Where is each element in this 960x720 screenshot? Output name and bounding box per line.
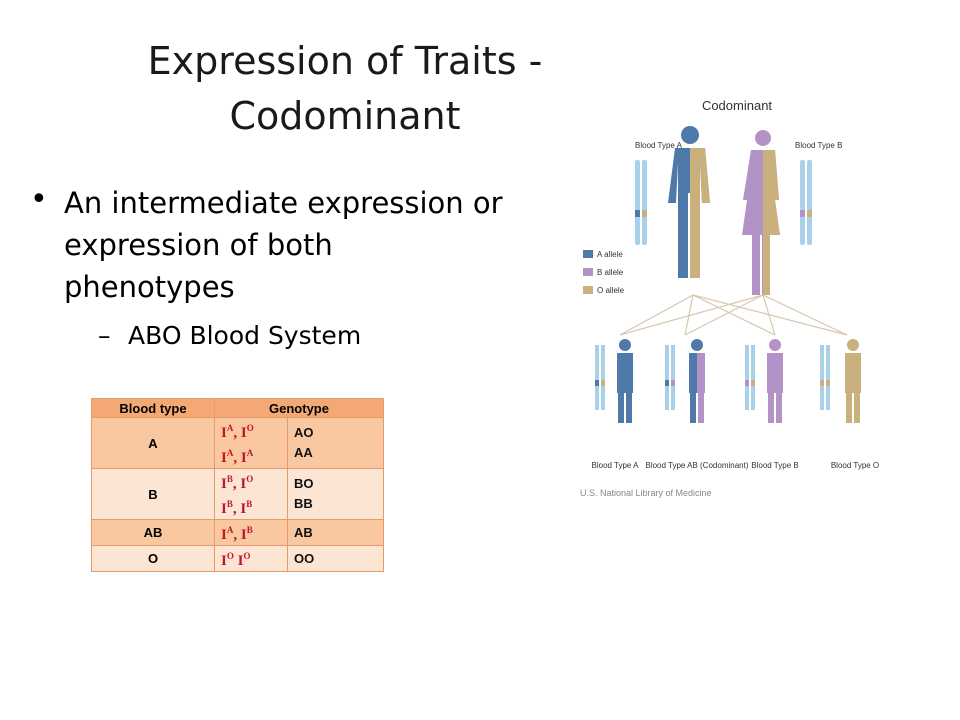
table-row: B IB, IO IB, IB BO BB	[91, 468, 384, 520]
table-row: O IO IO OO	[91, 545, 384, 572]
allele-symbol: IA, IO	[221, 423, 254, 441]
allele-symbol-cell: IO IO	[214, 545, 288, 572]
sub-bullet-text: ABO Blood System	[128, 321, 362, 350]
allele-symbol-cell: IA, IO IA, IA	[214, 417, 288, 469]
bullet-text: An intermediate expression or expression…	[64, 186, 503, 304]
allele-symbol-cell: IA, IB	[214, 519, 288, 546]
allele-symbol-cell: IB, IO IB, IB	[214, 468, 288, 520]
slide-title: Expression of Traits - Codominant	[95, 34, 595, 144]
child-label-ab: Blood Type AB (Codominant)	[645, 461, 748, 470]
allele-symbol: IB, IO	[221, 474, 254, 492]
table-row: AB IA, IB AB	[91, 519, 384, 546]
children-chromosomes	[595, 345, 830, 410]
codominance-illustration: Codominant Blood Type A Blood Type B	[575, 90, 900, 505]
genotype-cell: OO	[287, 545, 384, 572]
allele-legend: A allele B allele O allele	[583, 250, 625, 295]
legend-a-allele: A allele	[597, 250, 623, 259]
sub-bullet-marker: –	[98, 321, 111, 350]
inheritance-lines	[619, 294, 848, 336]
child-figure-ab	[689, 339, 705, 423]
blood-type-cell: O	[91, 545, 215, 572]
sub-bullet-item: – ABO Blood System	[28, 318, 508, 354]
allele-symbol: IA, IA	[221, 448, 254, 466]
legend-o-allele: O allele	[597, 286, 625, 295]
blood-type-cell: B	[91, 468, 215, 520]
blood-type-table: Blood type Genotype A IA, IO IA, IA AO A…	[91, 398, 384, 572]
allele-symbol: IA, IB	[221, 525, 253, 543]
parent-left-label: Blood Type A	[635, 141, 683, 150]
allele-symbol: IB, IB	[221, 499, 253, 517]
genotype-value: BB	[294, 496, 313, 511]
legend-b-allele: B allele	[597, 268, 624, 277]
parent-right-chromosomes	[800, 160, 812, 245]
genotype-value: OO	[294, 550, 315, 566]
table-row: A IA, IO IA, IA AO AA	[91, 417, 384, 469]
genotype-cell: AB	[287, 519, 384, 546]
bullet-marker: •	[30, 182, 48, 217]
parent-right-label: Blood Type B	[795, 141, 842, 150]
mother-figure	[742, 130, 780, 295]
header-genotype: Genotype	[214, 398, 384, 418]
bullet-item: • An intermediate expression or expressi…	[28, 182, 508, 308]
bullet-list: • An intermediate expression or expressi…	[28, 182, 508, 354]
figure-title: Codominant	[702, 98, 772, 113]
child-figure-b	[767, 339, 783, 423]
figure-credit: U.S. National Library of Medicine	[580, 488, 712, 498]
child-label-b: Blood Type B	[751, 461, 798, 470]
codominance-diagram: Codominant Blood Type A Blood Type B	[583, 98, 879, 470]
genotype-value: AA	[294, 445, 313, 460]
allele-symbol: IO IO	[221, 551, 251, 569]
header-blood-type: Blood type	[91, 398, 215, 418]
table-header-row: Blood type Genotype	[91, 398, 384, 418]
genotype-value: BO	[294, 476, 314, 491]
genotype-cell: BO BB	[287, 468, 384, 520]
title-line-1: Expression of Traits -	[147, 39, 543, 83]
title-line-2: Codominant	[229, 94, 461, 138]
child-figure-a	[617, 339, 633, 423]
child-figure-o	[845, 339, 861, 423]
genotype-value: AO	[294, 425, 314, 440]
genotype-cell: AO AA	[287, 417, 384, 469]
child-label-o: Blood Type O	[831, 461, 879, 470]
genotype-value: AB	[294, 524, 313, 540]
father-figure	[668, 126, 710, 278]
child-label-a: Blood Type A	[592, 461, 640, 470]
parent-left-chromosomes	[635, 160, 647, 245]
blood-type-cell: AB	[91, 519, 215, 546]
blood-type-cell: A	[91, 417, 215, 469]
